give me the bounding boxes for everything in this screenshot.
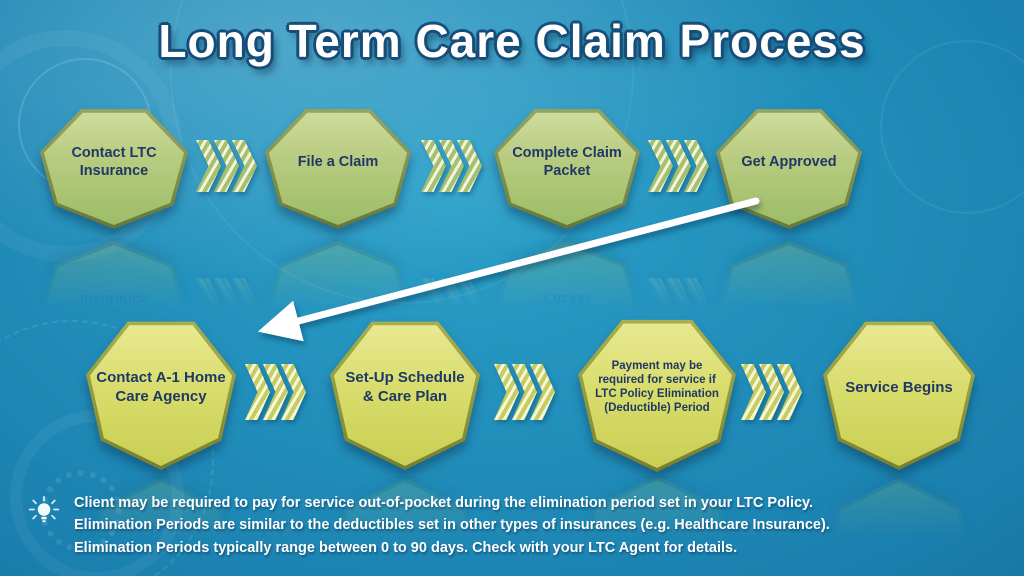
chevron-icon [741,364,766,420]
flow-chevrons [421,140,482,192]
step-service-begins: Service Begins [821,314,977,470]
step-get-approved: Get Approved [714,103,864,229]
step-label: Service Begins [845,378,953,396]
step-label: Payment may be required for service if L… [595,360,719,414]
lightbulb-icon [28,496,60,523]
step-label: Contact LTC Insurance [71,144,157,179]
flow-chevrons [494,364,555,420]
flow-chevrons [245,364,306,420]
footnote-line: Elimination Periods are similar to the d… [74,517,830,534]
flow-row-top: Contact LTC Insurance File a Claim Compl… [0,100,1024,232]
step-contact-ltc-insurance: Contact LTC Insurance [38,103,190,229]
step-label: Set-Up Schedule & Care Plan [345,369,465,405]
shape-fill [826,325,972,466]
step-contact-a1-home-care-agency: Contact A-1 Home Care Agency [84,314,238,470]
step-label: Contact A-1 Home Care Agency [96,369,226,405]
flow-chevrons [741,364,802,420]
page-title: Long Term Care Claim Process [158,15,866,67]
step-payment-elimination-period: Payment may be required for service if L… [576,312,738,472]
flow-chevrons [648,140,709,192]
step-label: Get Approved [741,153,837,170]
step-label: File a Claim [297,153,379,170]
chevron-icon [648,140,673,192]
footnote: Client may be required to pay for servic… [26,492,1006,559]
step-setup-schedule-care-plan: Set-Up Schedule & Care Plan [328,314,482,470]
chevron-icon [494,364,519,420]
shape-fill [333,325,477,466]
chevron-icon [196,140,221,192]
shape-fill [43,112,185,225]
flow-row-bottom: Contact A-1 Home Care Agency Set-Up Sche… [0,312,1024,472]
chevron-icon [245,364,270,420]
chevron-icon [421,140,446,192]
step-complete-claim-packet: Complete Claim Packet [492,103,642,229]
footnote-line: Elimination Periods typically range betw… [74,539,738,556]
step-label: Complete Claim Packet [512,144,622,179]
step-file-a-claim: File a Claim [263,103,413,229]
flow-chevrons [196,140,257,192]
shape-fill [89,325,233,466]
shape-fill [582,323,732,468]
footnote-line: Client may be required to pay for servic… [74,495,814,511]
